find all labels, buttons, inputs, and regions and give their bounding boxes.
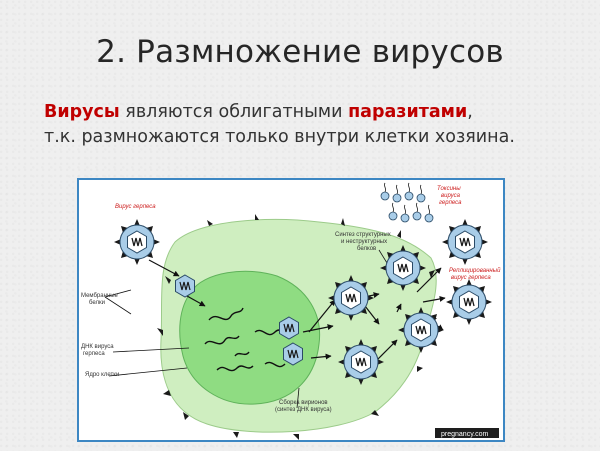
- released-virion-2: [446, 279, 492, 325]
- lead-text-part2: ,: [467, 102, 473, 122]
- free-herpes-virus: [114, 219, 160, 265]
- label-nucleus: Ядро клетки: [85, 372, 119, 378]
- label-dna-1: ДНК вируса: [81, 344, 114, 350]
- virus-replication-diagram: Вирус герпеса Мембранные белки ДНК вирус…: [77, 178, 505, 442]
- watermark-background: [435, 428, 499, 438]
- lead-word-parasites: паразитами: [348, 102, 468, 122]
- lead-text-part1: являются облигатными: [119, 102, 349, 122]
- slide-title: 2. Размножение вирусов: [96, 34, 504, 70]
- label-assembly-1: Сборка вирионов: [279, 400, 328, 406]
- label-toxins-2: вируса: [441, 193, 461, 199]
- toxin-molecules: [380, 182, 434, 223]
- label-membrane-2: белки: [89, 300, 105, 306]
- label-membrane-1: Мембранные: [81, 293, 119, 299]
- lead-text: Вирусы являются облигатными паразитами, …: [44, 100, 584, 150]
- label-dna-2: герпеса: [83, 351, 105, 357]
- nucleus-capsid-bottom: [282, 342, 304, 366]
- label-replicated-1: Реплицированный: [449, 267, 501, 274]
- diagram-canvas: Вирус герпеса Мембранные белки ДНК вирус…: [81, 182, 501, 440]
- cell-nucleus: [179, 270, 321, 405]
- lead-word-viruses: Вирусы: [44, 102, 120, 122]
- label-synthesis-3: белков: [357, 246, 376, 252]
- process-arrows: [148, 259, 446, 363]
- label-assembly-2: (синтез ДНК вируса): [275, 407, 332, 413]
- label-toxins-1: Токсины: [437, 186, 461, 192]
- watermark-text: pregnancy.com: [441, 431, 489, 438]
- label-synthesis-1: Синтез структурных: [335, 232, 391, 238]
- label-synthesis-2: и неструктурных: [341, 239, 387, 245]
- entering-capsid: [174, 274, 196, 298]
- nucleus-capsid-top: [278, 316, 300, 340]
- label-herpes-virus: Вирус герпеса: [115, 204, 156, 210]
- label-toxins-3: герпеса: [439, 200, 462, 206]
- released-virion-1: [442, 219, 488, 265]
- lead-text-line2: т.к. размножаются только внутри клетки х…: [44, 127, 515, 147]
- label-replicated-2: вирус герпеса: [451, 275, 491, 281]
